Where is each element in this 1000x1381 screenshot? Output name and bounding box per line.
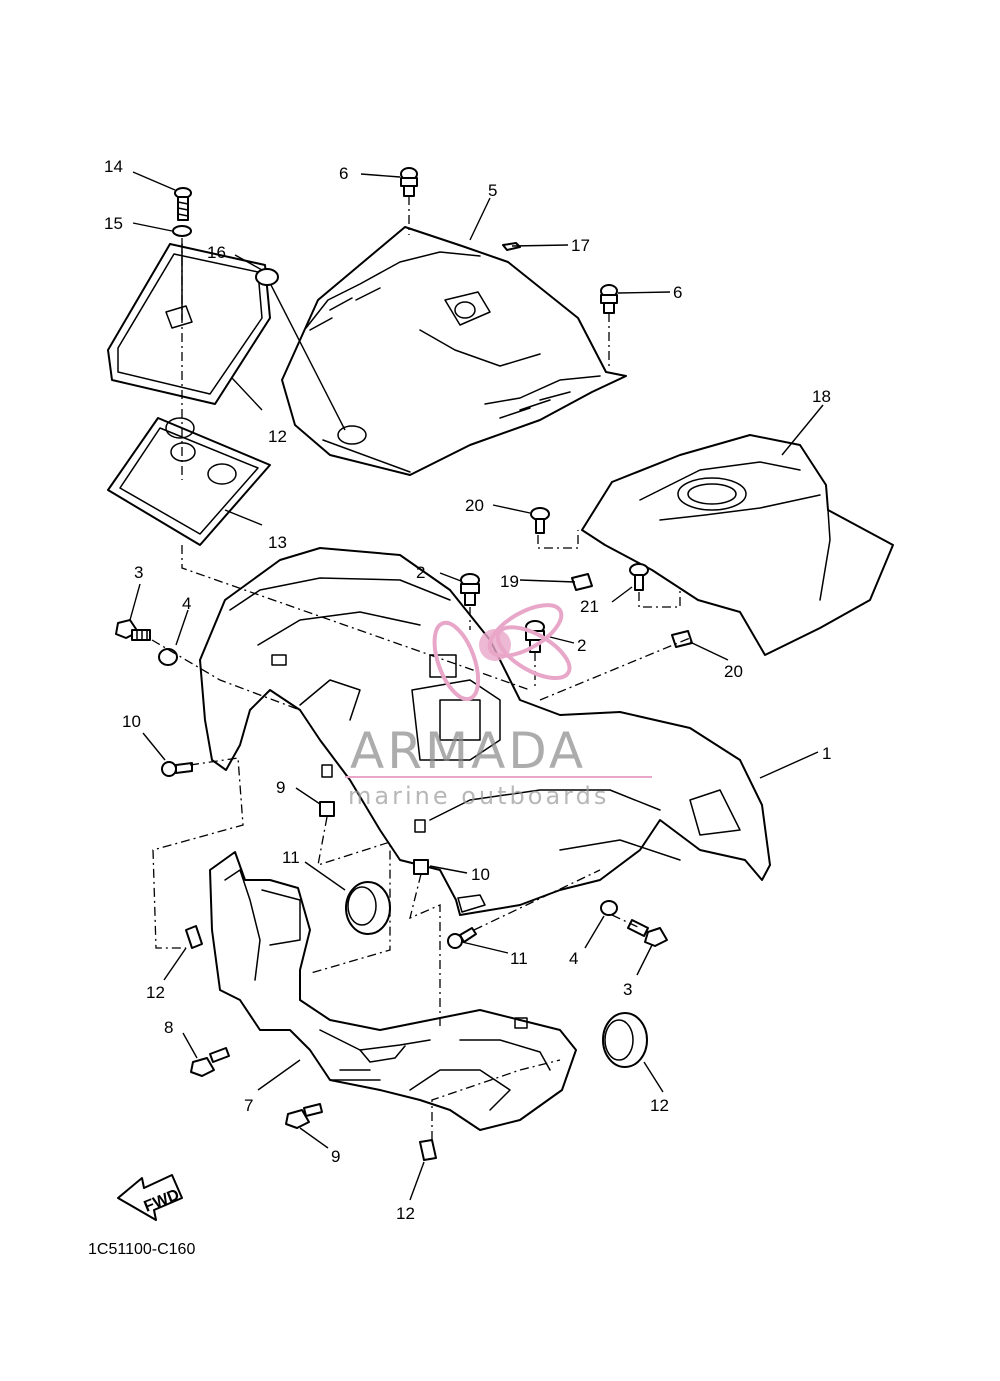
part-8-bolt-right (285, 1103, 323, 1129)
callout-4-right: 4 (569, 949, 578, 968)
callout-21-mid: 21 (580, 597, 599, 616)
part-7-mud-guard (209, 851, 577, 1131)
part-4-grommet-left (158, 648, 178, 666)
callout-6-right: 6 (673, 283, 682, 302)
callout-10-left: 10 (122, 712, 141, 731)
part-18-label (502, 242, 521, 251)
part-5-upper-panel (281, 226, 627, 476)
part-13-cover (107, 243, 271, 405)
leader-lines (129, 171, 824, 1201)
callout-13: 12 (268, 427, 287, 446)
part-10-screw-left (161, 761, 193, 777)
callout-17: 16 (207, 243, 226, 262)
callout-11-left: 12 (146, 983, 165, 1002)
callout-12-right: 12 (650, 1096, 669, 1115)
callout-10-right: 11 (510, 949, 528, 968)
part-15-screw (174, 187, 192, 221)
part-9-clip-left (319, 801, 335, 817)
callout-8-left: 8 (164, 1018, 173, 1037)
part-9-clip-right (413, 859, 429, 875)
part-6-bolt-top (400, 167, 418, 197)
callout-15: 14 (104, 157, 123, 176)
callout-4-left: 4 (182, 594, 191, 613)
callout-9-left: 9 (276, 778, 285, 797)
callout-18: 17 (571, 236, 590, 255)
part-3-bolt-right (627, 919, 668, 947)
callout-labels: 14 15 16 6 5 17 6 18 12 13 20 2 19 21 2 … (88, 157, 831, 1258)
armada-watermark: ARMADA marine outboards (345, 603, 652, 810)
part-11-clip-left (185, 925, 203, 949)
part-21-screw-top (530, 507, 550, 534)
assembly-lines (151, 196, 691, 1140)
callout-21-top: 20 (465, 496, 484, 515)
callout-11-right: 12 (396, 1204, 415, 1223)
callout-6-top: 6 (339, 164, 348, 183)
part-16-washer (172, 225, 192, 237)
part-20-clip-top (571, 573, 593, 591)
part-19-side-cover (581, 434, 894, 656)
watermark-brand: ARMADA (350, 722, 586, 780)
part-12-duct-left (345, 881, 391, 935)
callout-3-left: 3 (134, 563, 143, 582)
watermark-tagline: marine outboards (348, 782, 609, 810)
propeller-logo-icon (432, 603, 572, 702)
callout-2-left: 2 (416, 563, 425, 582)
part-14-gasket (107, 417, 271, 546)
callout-7: 7 (244, 1096, 253, 1115)
part-12-duct-right (602, 1012, 648, 1068)
part-20-clip-right (671, 630, 693, 648)
callout-14: 13 (268, 533, 287, 552)
callout-20-top: 19 (500, 572, 519, 591)
part-10-screw-right (447, 927, 477, 949)
callout-3-right: 3 (623, 980, 632, 999)
callout-20-right: 20 (724, 662, 743, 681)
callout-8-right: 9 (331, 1147, 340, 1166)
callout-12-left: 11 (282, 848, 300, 867)
part-21-screw-mid (629, 563, 649, 591)
part-6-bolt-right (600, 284, 618, 314)
fwd-arrow-icon: FWD (117, 1174, 183, 1221)
diagram-code: 1C51100-C160 (88, 1241, 195, 1258)
callout-19: 18 (812, 387, 831, 406)
callout-2-right: 2 (577, 636, 586, 655)
part-3-bolt-left (115, 619, 151, 641)
part-11-clip-right (419, 1139, 437, 1161)
callout-9-right: 10 (471, 865, 490, 884)
callout-5: 5 (488, 181, 497, 200)
part-8-bolt-left (190, 1047, 230, 1077)
callout-1: 1 (822, 744, 831, 763)
callout-16: 15 (104, 214, 123, 233)
part-4-grommet-right (600, 900, 618, 916)
part-2-bolt-left (460, 573, 480, 606)
part-17-cap (255, 268, 279, 286)
